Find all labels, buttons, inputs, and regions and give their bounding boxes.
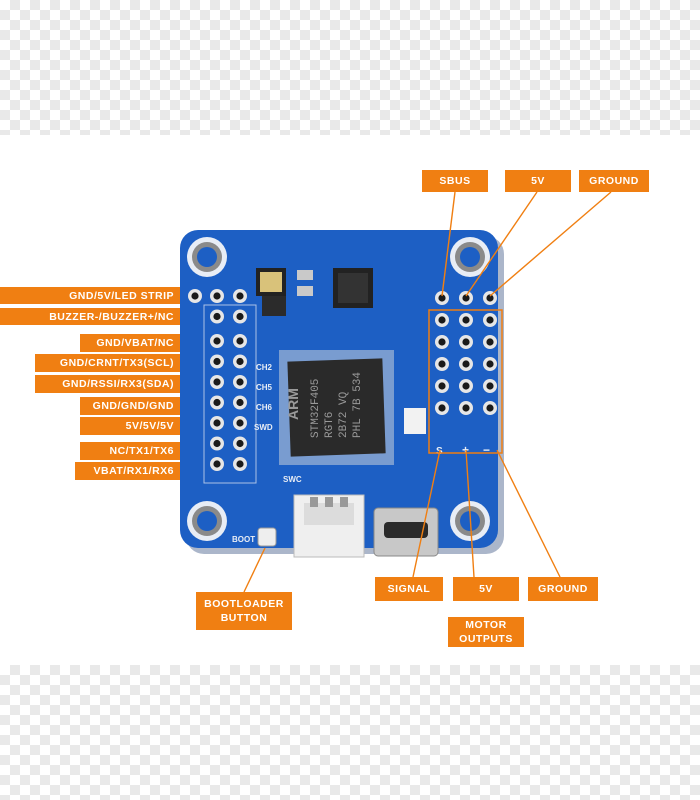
bootloader-line-1: BOOTLOADER: [204, 598, 284, 610]
motor-pin-3-0-hole: [438, 360, 446, 368]
label-gnd-rssi-rx3: GND/RSSI/RX3(SDA): [35, 375, 180, 393]
motor-pin-4-1-hole: [462, 382, 470, 390]
motor-pin-4-2-hole: [486, 382, 494, 390]
motor-pin-1-0-hole: [438, 316, 446, 324]
boot-button: [257, 527, 277, 547]
chip-part-number: STM32F405: [310, 379, 322, 438]
left-pin-1-1-hole: [236, 312, 244, 321]
label-motor-outputs: MOTOR OUTPUTS: [448, 617, 524, 647]
label-buzzer: BUZZER-/BUZZER+/NC: [0, 308, 180, 325]
label-gnd-gnd-gnd: GND/GND/GND: [80, 397, 180, 415]
silk-ch6: CH6: [256, 403, 273, 412]
label-gnd-vbat-nc: GND/VBAT/NC: [80, 334, 180, 352]
motor-pin-5-2-hole: [486, 404, 494, 412]
motor-pin-2-2-hole: [486, 338, 494, 346]
imu-chip: [333, 268, 373, 308]
mount-hole-tr: [450, 237, 490, 277]
silk-boot: BOOT: [232, 535, 255, 544]
motor-pin-0-0-hole: [438, 294, 446, 302]
left-pin-0-1-hole: [236, 292, 244, 300]
barometer: [404, 408, 426, 434]
left-pin-0-0-hole: [213, 292, 221, 300]
left-pin-3-0-hole: [213, 357, 221, 366]
left-pin-6-0-hole: [213, 419, 221, 427]
motor-outputs-line-2: OUTPUTS: [459, 633, 513, 645]
left-pin-8-1-hole: [236, 460, 244, 468]
mount-hole-tl: [187, 237, 227, 277]
mount-hole-bl: [187, 501, 227, 541]
motor-pin-1-2-hole: [486, 316, 494, 324]
smd-resistor: [297, 270, 313, 280]
left-pin-4-0-hole: [213, 378, 221, 386]
capacitor-top: [256, 268, 286, 316]
label-5v-bottom: 5V: [453, 577, 519, 601]
left-pin-7-0-hole: [213, 439, 221, 448]
silk-swc: SWC: [283, 475, 302, 484]
left-pin-extra-0-hole: [191, 292, 199, 300]
chip-line-2: RGT6: [324, 412, 336, 438]
label-nc-tx1-tx6: NC/TX1/TX6: [80, 442, 180, 460]
silk-minus: −: [483, 443, 490, 457]
motor-pin-3-2-hole: [486, 360, 494, 368]
motor-pin-1-1-hole: [462, 316, 470, 324]
label-ground-bottom: GROUND: [528, 577, 598, 601]
motor-pin-header: [435, 291, 497, 415]
motor-pin-2-1-hole: [462, 338, 470, 346]
left-pin-7-1-hole: [236, 439, 244, 448]
left-pin-8-0-hole: [213, 460, 221, 468]
silk-swd: SWD: [254, 423, 273, 432]
chip-logo-text: ARM: [285, 388, 301, 420]
chip-line-3: 2B72 VQ: [338, 391, 350, 438]
label-ground-top: GROUND: [579, 170, 649, 192]
jst-connector: [293, 494, 365, 558]
left-pin-3-1-hole: [236, 357, 244, 366]
motor-outputs-line-1: MOTOR: [465, 619, 507, 631]
left-pin-2-1-hole: [236, 337, 244, 345]
silk-ch2: CH2: [256, 363, 273, 372]
motor-pin-3-1-hole: [462, 360, 470, 368]
left-pin-header: [188, 289, 247, 471]
checker-background-bottom: [0, 665, 700, 800]
bootloader-line-2: BUTTON: [220, 612, 268, 624]
label-signal: SIGNAL: [375, 577, 443, 601]
left-pin-5-0-hole: [213, 398, 221, 407]
motor-pin-0-2-hole: [486, 294, 494, 302]
left-pin-6-1-hole: [236, 419, 244, 427]
left-pin-1-0-hole: [213, 312, 221, 321]
label-bootloader-button: BOOTLOADER BUTTON: [196, 592, 292, 630]
motor-pin-5-1-hole: [462, 404, 470, 412]
silk-ch5: CH5: [256, 383, 273, 392]
motor-pin-5-0-hole: [438, 404, 446, 412]
label-5v-5v-5v: 5V/5V/5V: [80, 417, 180, 435]
mcu-chip: [279, 350, 394, 465]
left-pin-5-1-hole: [236, 398, 244, 407]
checker-background-top: [0, 0, 700, 135]
left-pin-2-0-hole: [213, 337, 221, 345]
chip-line-4: PHL 7B 534: [352, 372, 364, 438]
label-gnd-crnt-tx3: GND/CRNT/TX3(SCL): [35, 354, 180, 372]
smd-resistor-2: [297, 286, 313, 296]
usb-port: [373, 507, 439, 557]
left-pin-4-1-hole: [236, 378, 244, 386]
leader-lines: [243, 191, 612, 593]
label-5v-top: 5V: [505, 170, 571, 192]
silk-plus: +: [462, 443, 469, 457]
label-gnd-5v-led-strip: GND/5V/LED STRIP: [0, 287, 180, 304]
motor-pin-0-1-hole: [462, 294, 470, 302]
motor-pin-4-0-hole: [438, 382, 446, 390]
label-sbus: SBUS: [422, 170, 488, 192]
motor-pin-2-0-hole: [438, 338, 446, 346]
label-vbat-rx1-rx6: VBAT/RX1/RX6: [75, 462, 180, 480]
left-header-outline: [203, 304, 257, 484]
